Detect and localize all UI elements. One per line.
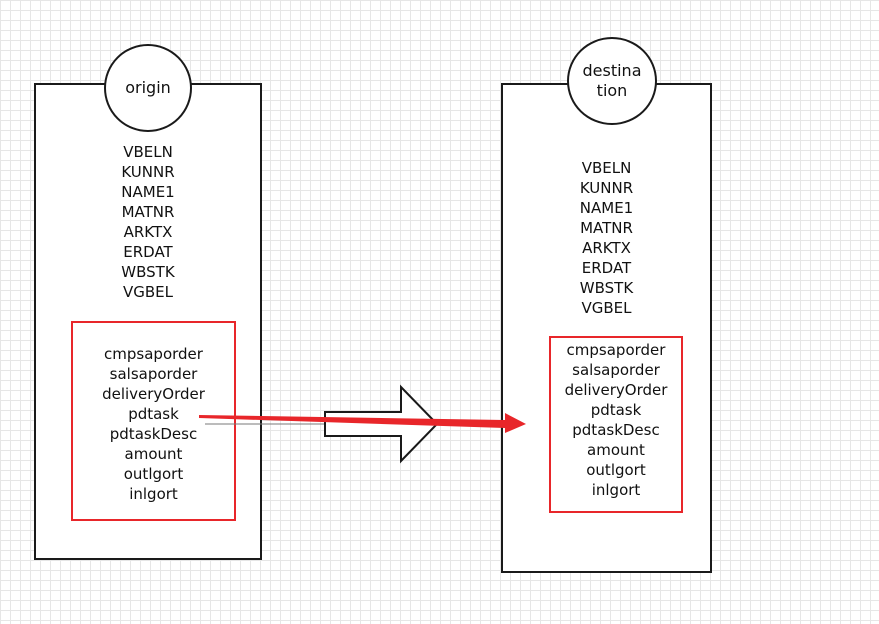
origin-highlighted-field: outlgort	[123, 465, 184, 483]
destination-highlighted-field: inlgort	[591, 481, 641, 499]
origin-field-list: VBELN KUNNR NAME1 MATNR ARKTX ERDAT WBST…	[34, 142, 262, 302]
destination-highlighted-field: deliveryOrder	[564, 381, 668, 399]
origin-field: MATNR	[121, 203, 175, 221]
destination-title: destina tion	[583, 61, 642, 101]
origin-highlight-box: cmpsaporder salsaporder deliveryOrder pd…	[71, 321, 236, 521]
origin-field: WBSTK	[121, 263, 175, 281]
origin-highlighted-field-list: cmpsaporder salsaporder deliveryOrder pd…	[73, 344, 234, 504]
origin-field: KUNNR	[121, 163, 175, 181]
destination-title-line: destina	[582, 61, 642, 80]
destination-field: MATNR	[580, 219, 633, 237]
destination-field: VGBEL	[581, 299, 632, 317]
destination-highlighted-field: salsaporder	[572, 361, 660, 379]
destination-field: VBELN	[581, 159, 632, 177]
origin-field: VGBEL	[122, 283, 173, 301]
origin-field: ERDAT	[123, 243, 173, 261]
destination-title-circle: destina tion	[567, 37, 657, 125]
origin-highlighted-field: deliveryOrder	[102, 385, 205, 403]
origin-highlighted-field: amount	[124, 445, 183, 463]
destination-title-line: tion	[596, 81, 628, 100]
destination-highlight-box: cmpsaporder salsaporder deliveryOrder pd…	[549, 336, 683, 513]
origin-field: NAME1	[121, 183, 175, 201]
destination-highlighted-field: outlgort	[586, 461, 646, 479]
destination-field: ERDAT	[581, 259, 632, 277]
origin-title-circle: origin	[104, 44, 192, 132]
destination-highlighted-field: amount	[587, 441, 645, 459]
origin-title: origin	[125, 78, 171, 97]
destination-highlighted-field: pdtaskDesc	[572, 421, 660, 439]
origin-field: ARKTX	[123, 223, 173, 241]
origin-field: VBELN	[123, 143, 173, 161]
destination-field-list: VBELN KUNNR NAME1 MATNR ARKTX ERDAT WBST…	[501, 158, 712, 318]
origin-highlighted-field: pdtask	[128, 405, 179, 423]
destination-highlighted-field-list: cmpsaporder salsaporder deliveryOrder pd…	[551, 340, 681, 500]
destination-field: ARKTX	[582, 239, 631, 257]
destination-highlighted-field: cmpsaporder	[566, 341, 666, 359]
destination-field: KUNNR	[579, 179, 634, 197]
destination-highlighted-field: pdtask	[590, 401, 642, 419]
destination-field: NAME1	[579, 199, 634, 217]
destination-field: WBSTK	[579, 279, 634, 297]
origin-highlighted-field: pdtaskDesc	[109, 425, 198, 443]
block-arrow-icon	[324, 384, 439, 464]
origin-highlighted-field: salsaporder	[109, 365, 198, 383]
red-mapping-arrow-icon	[199, 413, 526, 433]
origin-highlighted-field: cmpsaporder	[104, 345, 203, 363]
origin-highlighted-field: inlgort	[129, 485, 178, 503]
